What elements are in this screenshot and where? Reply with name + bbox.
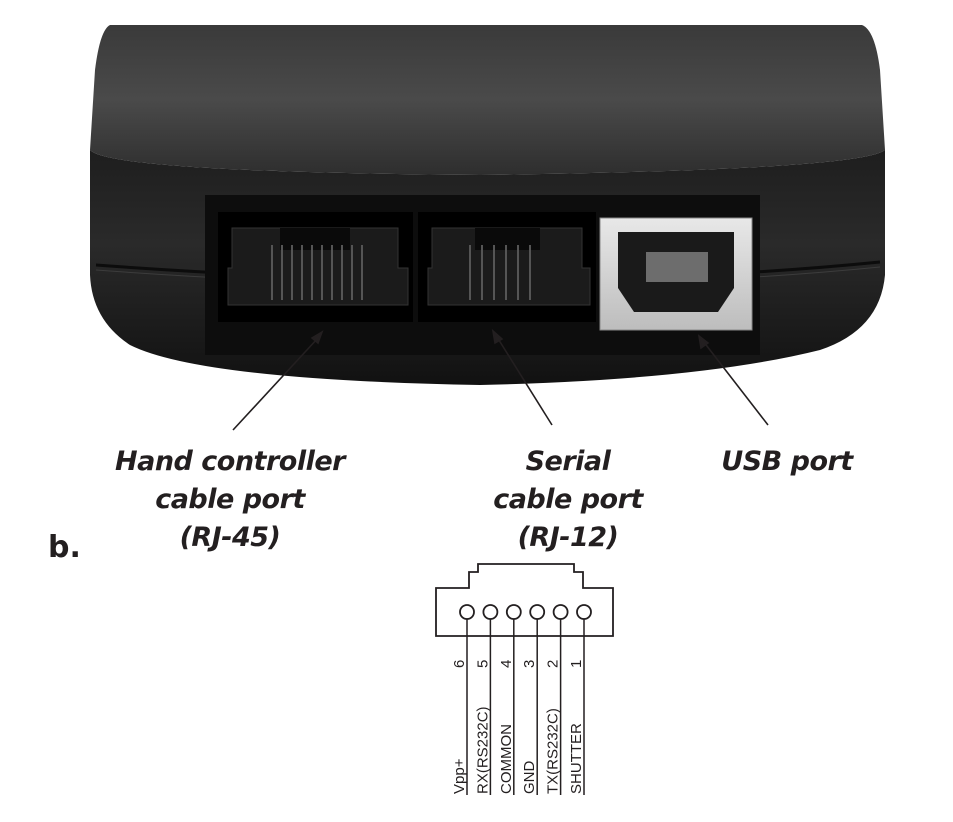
pin-4-number: 4 <box>498 660 515 668</box>
usb-callout: USB port <box>712 443 862 481</box>
hand-callout-line3: (RJ-45) <box>179 522 281 553</box>
pin-3-number: 3 <box>521 660 538 668</box>
housing-top <box>90 25 885 175</box>
usb-callout-line1: USB port <box>721 446 853 477</box>
pin-1-contact <box>576 604 592 620</box>
usb-port <box>599 217 753 331</box>
pin-2-number: 2 <box>545 660 562 668</box>
connector-outline <box>435 563 614 637</box>
pin-2-contact <box>552 604 569 620</box>
pin-4-contact <box>505 604 522 620</box>
pin-6-label: Vpp+ <box>451 758 468 794</box>
serial-callout-line3: (RJ-12) <box>517 522 619 553</box>
serial-callout-line1: Serial <box>525 446 611 477</box>
pin-6-contact <box>459 604 475 620</box>
serial-callout: Serial cable port (RJ-12) <box>478 443 658 557</box>
pin-2-label: TX(RS232C) <box>545 708 562 794</box>
figure-letter: b. <box>48 530 81 565</box>
hand-callout-line2: cable port <box>155 484 305 515</box>
callout-arrows <box>232 328 769 431</box>
hand-callout-line1: Hand controller <box>115 446 345 477</box>
pin-6-number: 6 <box>451 660 468 668</box>
pin-1-number: 1 <box>568 660 585 668</box>
pin-1-label: SHUTTER <box>568 723 585 794</box>
hand-controller-callout: Hand controller cable port (RJ-45) <box>110 443 350 557</box>
rj45-port <box>218 212 413 322</box>
pin-3-label: GND <box>521 761 538 795</box>
pin-5-label: RX(RS232C) <box>474 706 491 794</box>
rj12-port <box>418 212 596 322</box>
pin-5-number: 5 <box>474 660 491 668</box>
pin-3-contact <box>529 604 546 620</box>
serial-callout-line2: cable port <box>493 484 643 515</box>
pin-5-contact <box>482 604 499 620</box>
pin-4-label: COMMON <box>498 724 515 794</box>
